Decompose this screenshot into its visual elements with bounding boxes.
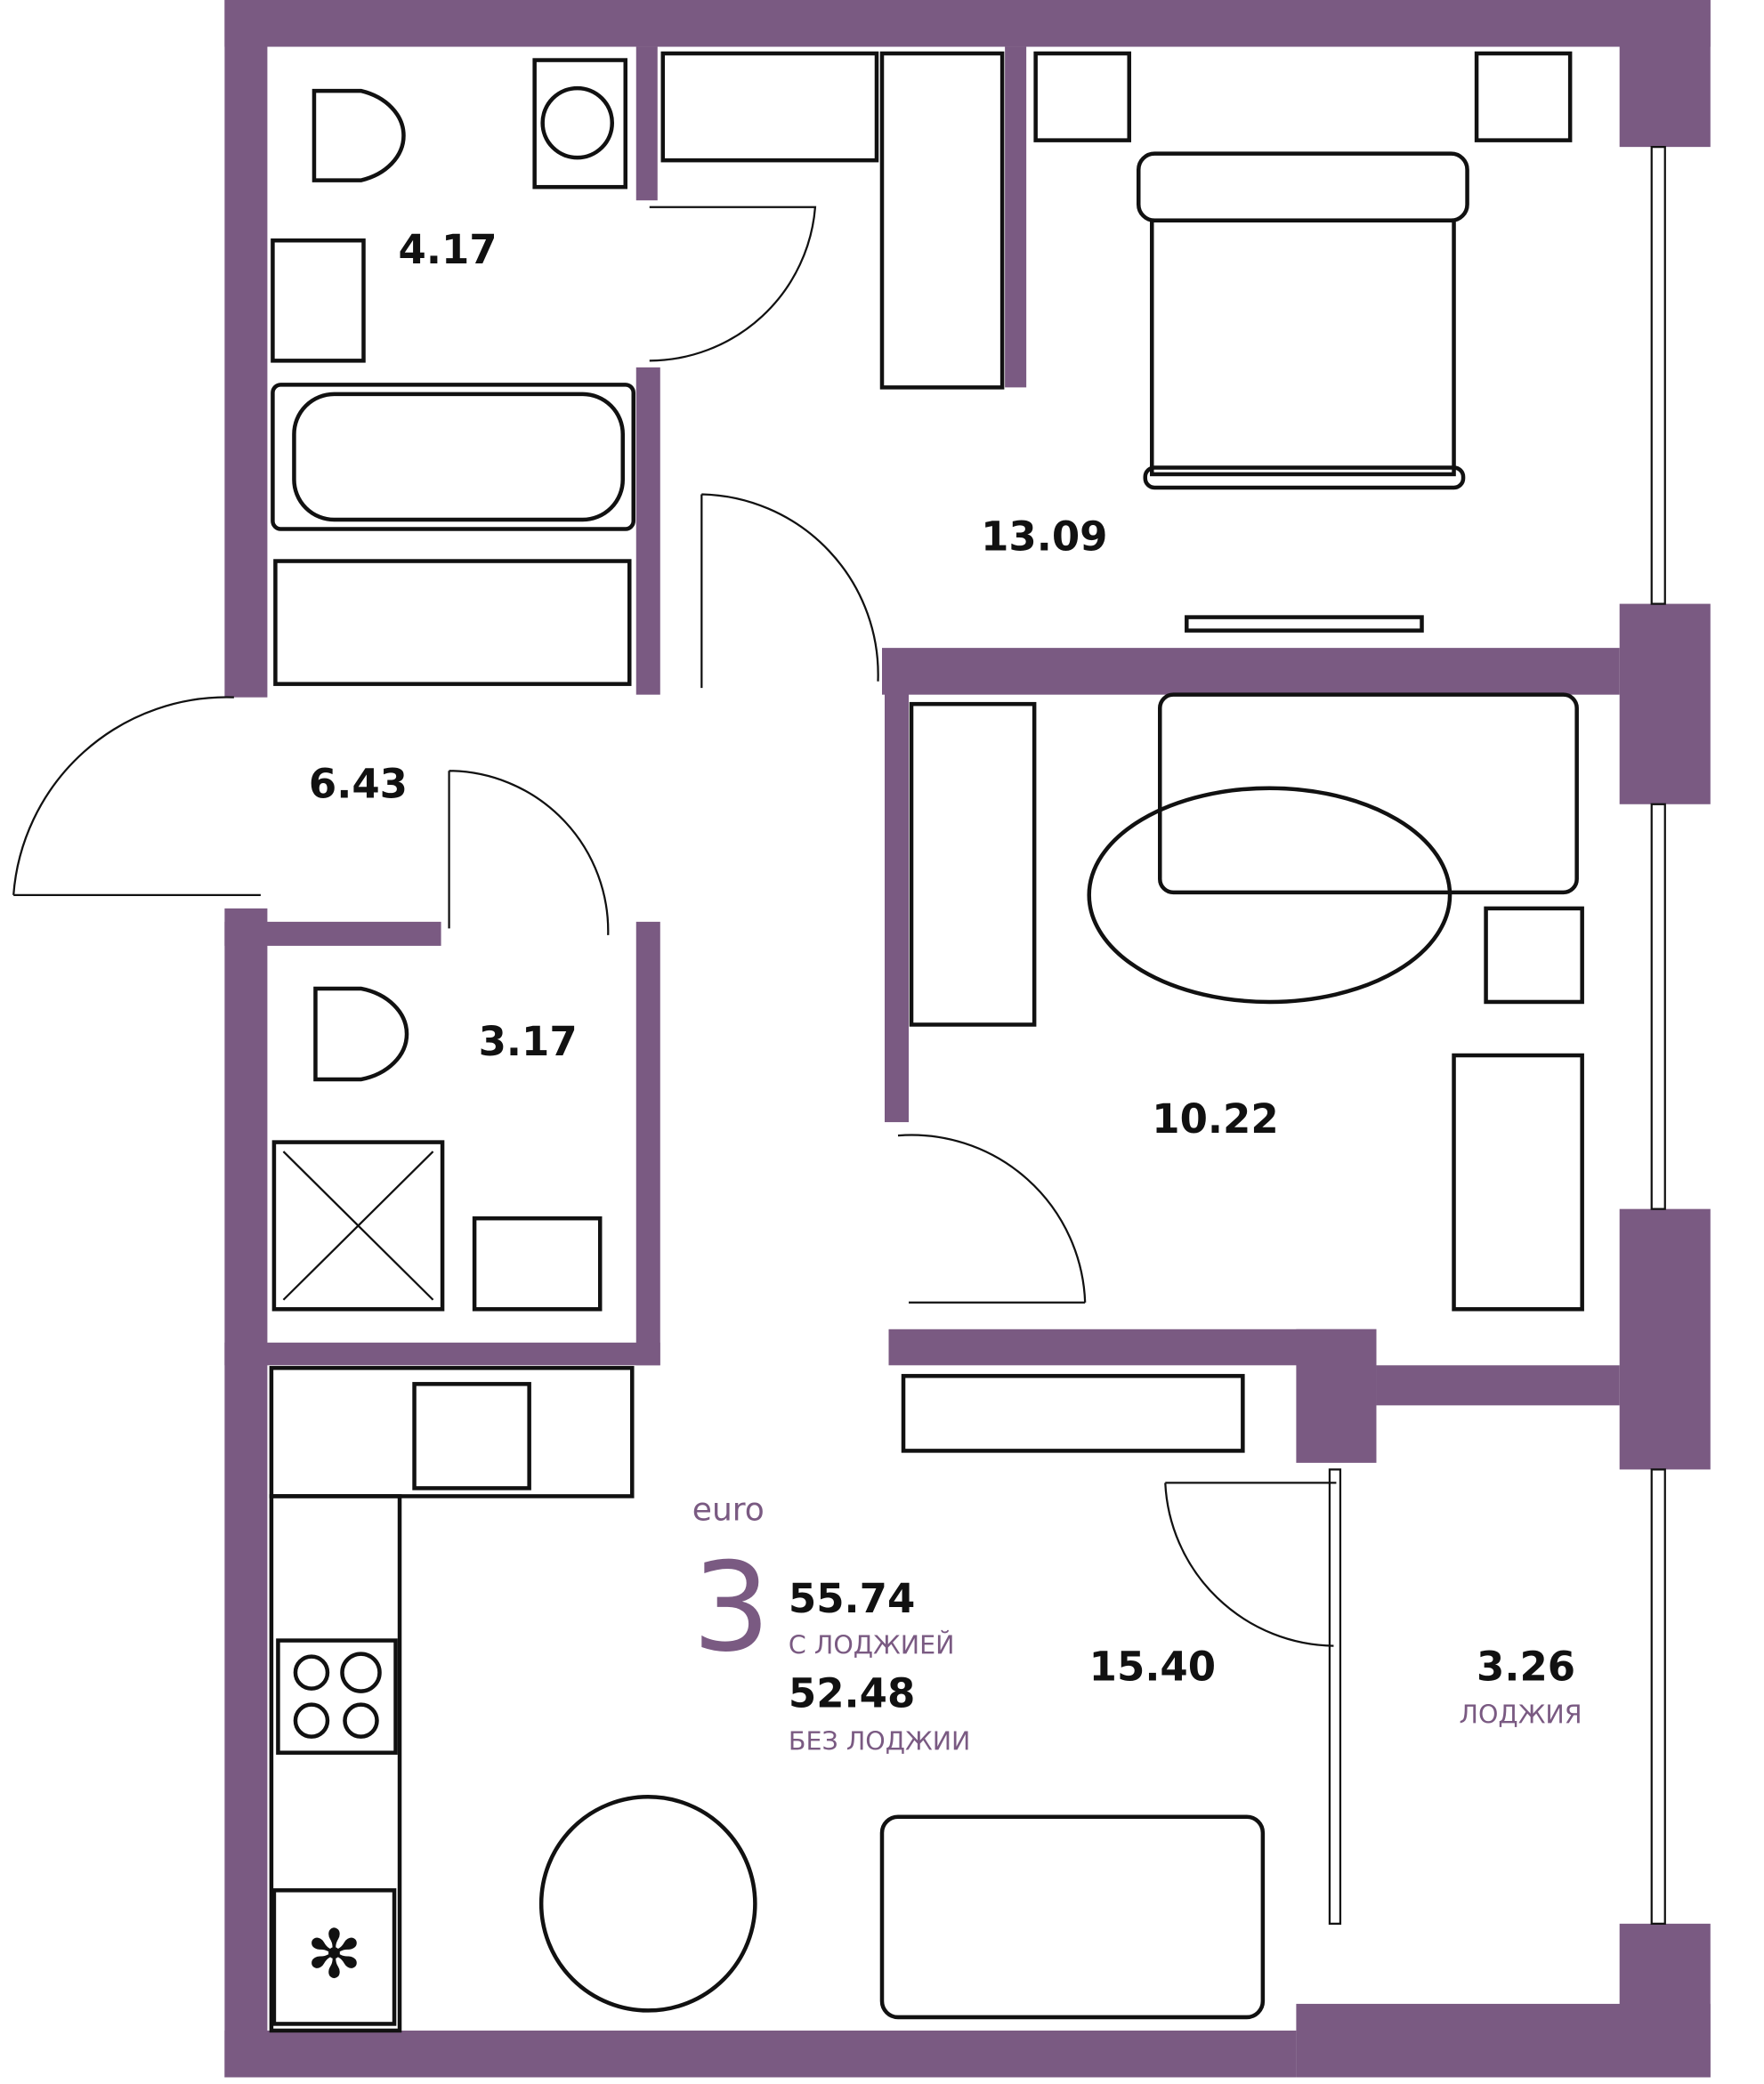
loggia-label: ЛОДЖИЯ — [1460, 1700, 1582, 1730]
area-kitchen-living: 15.40 — [1089, 1644, 1216, 1691]
furniture: ✻ — [269, 51, 1584, 2033]
area-hallway: 6.43 — [309, 760, 408, 807]
area-loggia: 3.26 — [1477, 1644, 1575, 1691]
area-without-loggia: 52.48 — [789, 1670, 915, 1717]
walls — [224, 0, 1711, 2078]
windows — [1328, 146, 1666, 1925]
snowflake-icon: ✻ — [306, 1915, 362, 1993]
apartment-type: euro — [692, 1491, 765, 1528]
room-labels: 4.17 13.09 6.43 3.17 10.22 15.40 3.26 ЛО… — [309, 226, 1582, 1730]
area-wc: 3.17 — [479, 1018, 578, 1065]
area-with-loggia: 55.74 — [789, 1575, 915, 1622]
with-loggia-label: С ЛОДЖИЕЙ — [789, 1630, 955, 1660]
area-bathroom: 4.17 — [399, 226, 498, 273]
doors — [12, 206, 1337, 1647]
area-kids-room: 10.22 — [1152, 1095, 1278, 1143]
apartment-summary: euro 3 55.74 С ЛОДЖИЕЙ 52.48 БЕЗ ЛОДЖИИ — [692, 1491, 971, 1756]
without-loggia-label: БЕЗ ЛОДЖИИ — [789, 1727, 970, 1757]
area-bedroom: 13.09 — [981, 513, 1107, 561]
rooms-count: 3 — [692, 1536, 771, 1679]
